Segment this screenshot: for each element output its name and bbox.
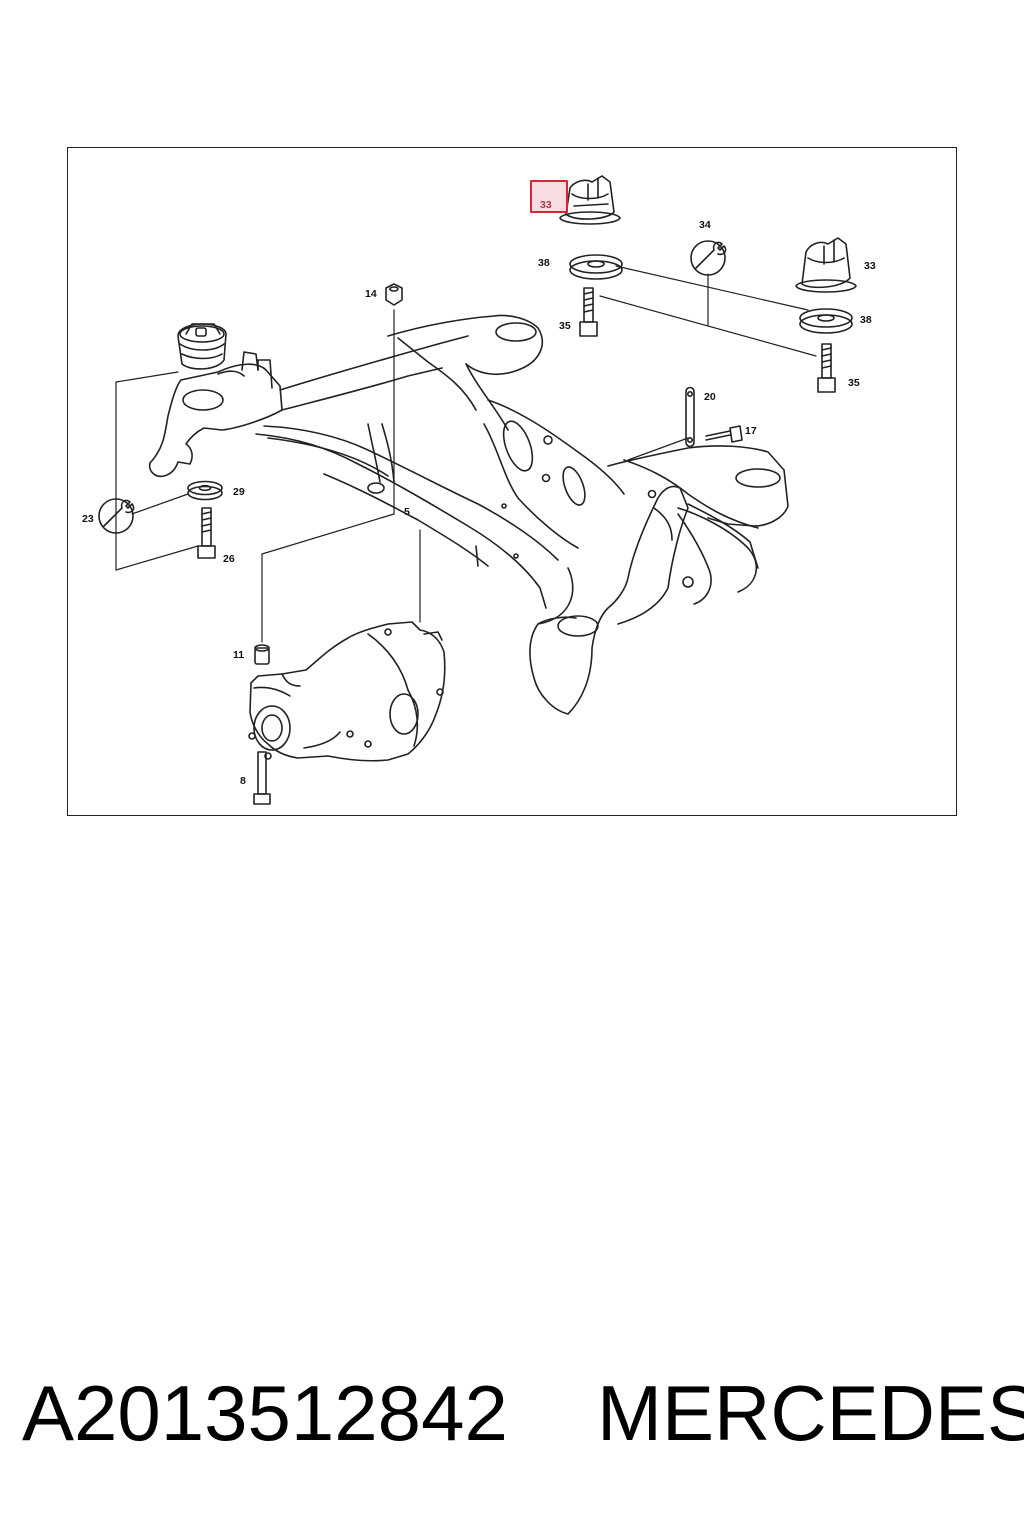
diagram-drawing: 33 33 34 38 38 35 35 14 20 17 23 29 26 5… [82,175,876,805]
callout-17: 17 [745,425,757,437]
bushing-33-top [559,175,621,225]
part-number: A2013512842 [22,1369,508,1457]
callout-26: 26 [223,553,235,565]
left-mount-bushing [177,323,227,370]
bushing-33-right [795,237,857,293]
washer-38-right [799,308,853,334]
tool-symbol-23 [98,498,135,534]
callout-34: 34 [699,219,711,231]
callout-33-right: 33 [864,260,876,272]
differential [248,621,446,762]
callout-35-right: 35 [848,377,860,389]
spacer-11 [254,644,270,665]
callout-8: 8 [240,775,246,787]
washer-29 [187,480,223,501]
bolt-35-left [579,287,598,337]
bracket-20 [685,386,695,448]
callout-33-highlight: 33 [540,199,552,211]
callout-35-left: 35 [559,320,571,332]
bolt-8 [253,751,271,805]
bolt-17 [705,425,743,443]
caption: A2013512842 MERCEDES [0,1368,1024,1478]
callout-11: 11 [233,649,244,661]
callout-5: 5 [404,506,410,518]
bolt-26 [197,507,216,559]
parts-diagram: 33 33 34 38 38 35 35 14 20 17 23 29 26 5… [67,147,957,816]
nut-14 [385,283,403,306]
leader-lines [115,265,817,643]
tool-symbol-34 [690,240,727,276]
highlight-box-33 [530,180,568,213]
callout-38-left: 38 [538,257,550,269]
callout-labels: 33 33 34 38 38 35 35 14 20 17 23 29 26 5… [82,199,876,787]
callout-20: 20 [704,391,716,403]
subframe [148,314,789,715]
washer-38-left [569,254,623,280]
callout-23: 23 [82,513,94,525]
callout-38-right: 38 [860,314,872,326]
brand-name: MERCEDES [597,1369,1024,1457]
bolt-35-right [817,343,836,393]
callout-29: 29 [233,486,245,498]
callout-14: 14 [365,288,377,300]
